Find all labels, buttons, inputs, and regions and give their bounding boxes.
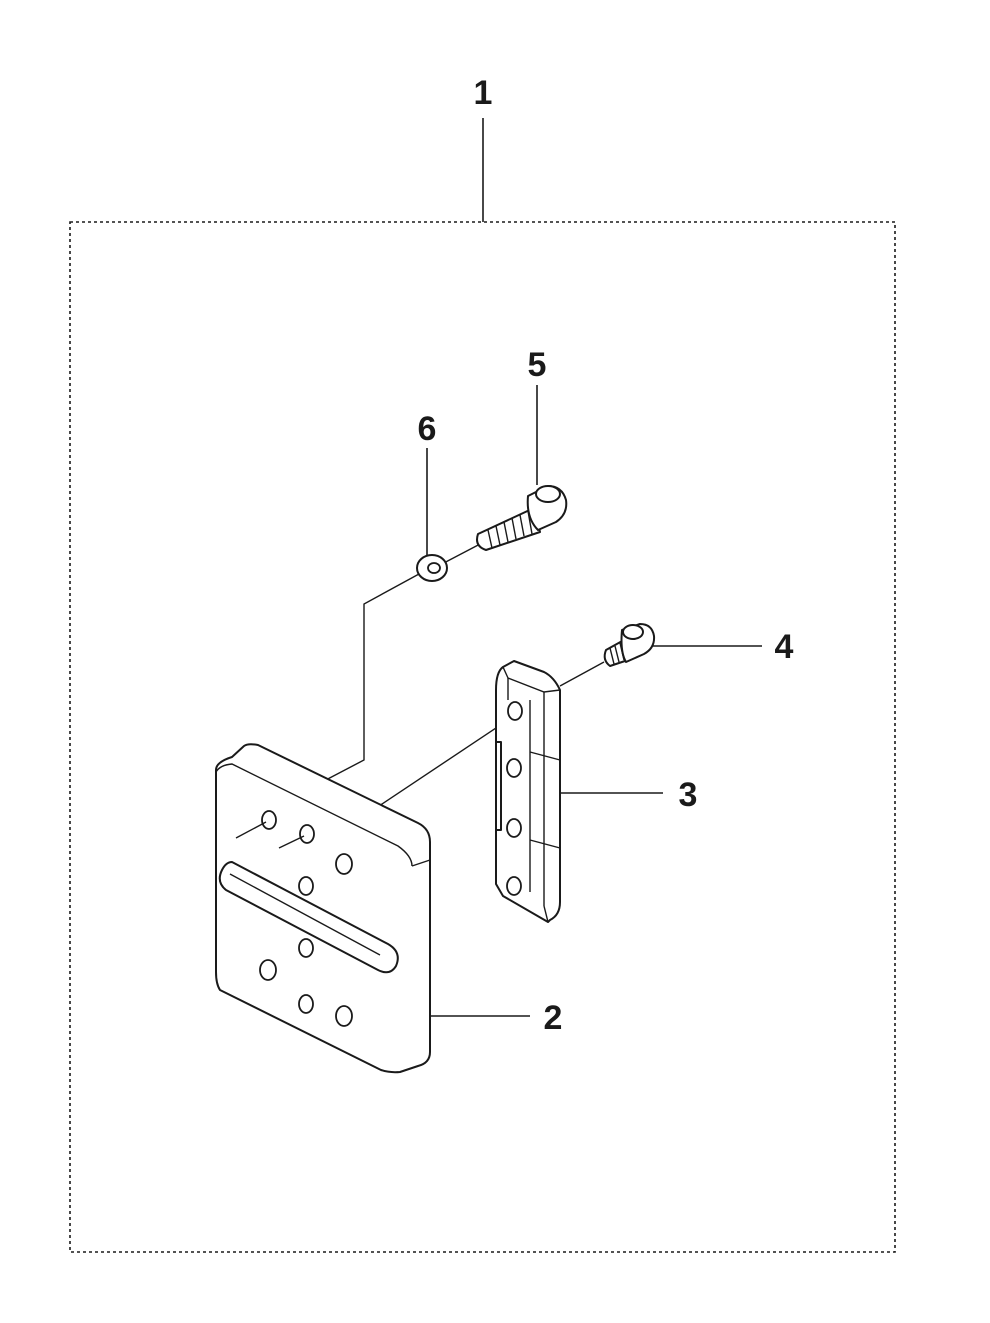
assembly-axis-washer (321, 567, 431, 783)
plate-hole (299, 824, 315, 844)
callout-1: 1 (474, 74, 493, 112)
assembly-axis-short-screw (559, 661, 605, 687)
rail-hole (506, 876, 522, 896)
callout-5: 5 (528, 346, 547, 384)
plate-hole (261, 810, 277, 830)
plate-hole (335, 1005, 353, 1027)
plate-hole (298, 938, 314, 958)
short-screw (603, 623, 656, 667)
washer (416, 554, 448, 582)
plate-hole (298, 876, 314, 896)
base-plate (215, 743, 431, 1074)
plate-hole (335, 853, 353, 875)
assembly-axis-long-screw (439, 542, 483, 566)
rail-hole (506, 758, 522, 778)
rail-hole (506, 818, 522, 838)
guide-rail (495, 660, 561, 923)
plate-hole (259, 959, 277, 981)
callout-4: 4 (775, 628, 794, 666)
plate-hole (298, 994, 314, 1014)
callout-3: 3 (679, 776, 698, 814)
callout-2: 2 (544, 999, 563, 1037)
callout-6: 6 (418, 410, 437, 448)
long-screw (476, 485, 568, 551)
rail-hole (507, 701, 523, 721)
kit-boundary (69, 221, 896, 1253)
